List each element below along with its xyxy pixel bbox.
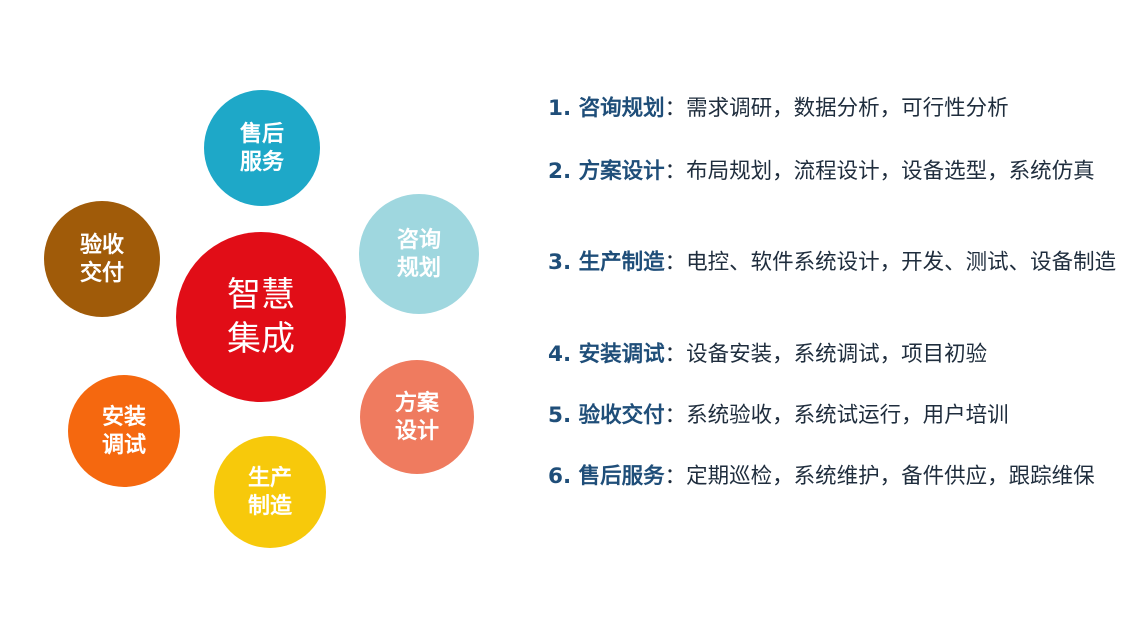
center-circle-smart-integration: 智慧 集成 (176, 232, 346, 402)
node-label: 咨询 规划 (396, 227, 441, 281)
node-after-sales-service: 售后 服务 (204, 90, 320, 206)
step-separator: ： (664, 342, 687, 367)
step-separator: ： (664, 250, 687, 275)
step-separator: ： (664, 464, 687, 489)
step-item-design: 2. 方案设计：布局规划，流程设计，设备选型，系统仿真 (548, 156, 1118, 187)
node-label: 验收 交付 (79, 232, 124, 286)
step-heading: 1. 咨询规划 (548, 96, 665, 121)
node-consulting-planning: 咨询 规划 (359, 194, 479, 314)
step-description: 布局规划，流程设计，设备选型，系统仿真 (686, 159, 1095, 184)
step-description: 定期巡检，系统维护，备件供应，跟踪维保 (686, 464, 1095, 489)
step-item-installation: 4. 安装调试：设备安装，系统调试，项目初验 (548, 339, 1118, 370)
node-label: 生产 制造 (247, 465, 292, 519)
step-description: 电控、软件系统设计，开发、测试、设备制造 (686, 250, 1117, 275)
node-solution-design: 方案 设计 (360, 360, 474, 474)
node-production-manufacturing: 生产 制造 (214, 436, 326, 548)
node-installation-debugging: 安装 调试 (68, 375, 180, 487)
step-description: 设备安装，系统调试，项目初验 (686, 342, 988, 367)
step-description: 需求调研，数据分析，可行性分析 (686, 96, 1009, 121)
node-acceptance-delivery: 验收 交付 (44, 201, 160, 317)
step-item-consulting: 1. 咨询规划：需求调研，数据分析，可行性分析 (548, 93, 1118, 124)
step-heading: 5. 验收交付 (548, 403, 665, 428)
step-separator: ： (664, 403, 687, 428)
step-item-manufacturing: 3. 生产制造：电控、软件系统设计，开发、测试、设备制造 (548, 247, 1118, 278)
node-label: 安装 调试 (101, 404, 146, 458)
step-description: 系统验收，系统试运行，用户培训 (686, 403, 1009, 428)
step-item-acceptance: 5. 验收交付：系统验收，系统试运行，用户培训 (548, 400, 1118, 431)
step-heading: 4. 安装调试 (548, 342, 665, 367)
step-heading: 6. 售后服务 (548, 464, 665, 489)
step-separator: ： (664, 159, 687, 184)
step-separator: ： (664, 96, 687, 121)
node-label: 售后 服务 (239, 121, 284, 175)
step-heading: 3. 生产制造 (548, 250, 665, 275)
step-item-after-sales: 6. 售后服务：定期巡检，系统维护，备件供应，跟踪维保 (548, 461, 1118, 492)
step-heading: 2. 方案设计 (548, 159, 665, 184)
center-circle-label: 智慧 集成 (227, 275, 295, 359)
node-label: 方案 设计 (394, 390, 439, 444)
